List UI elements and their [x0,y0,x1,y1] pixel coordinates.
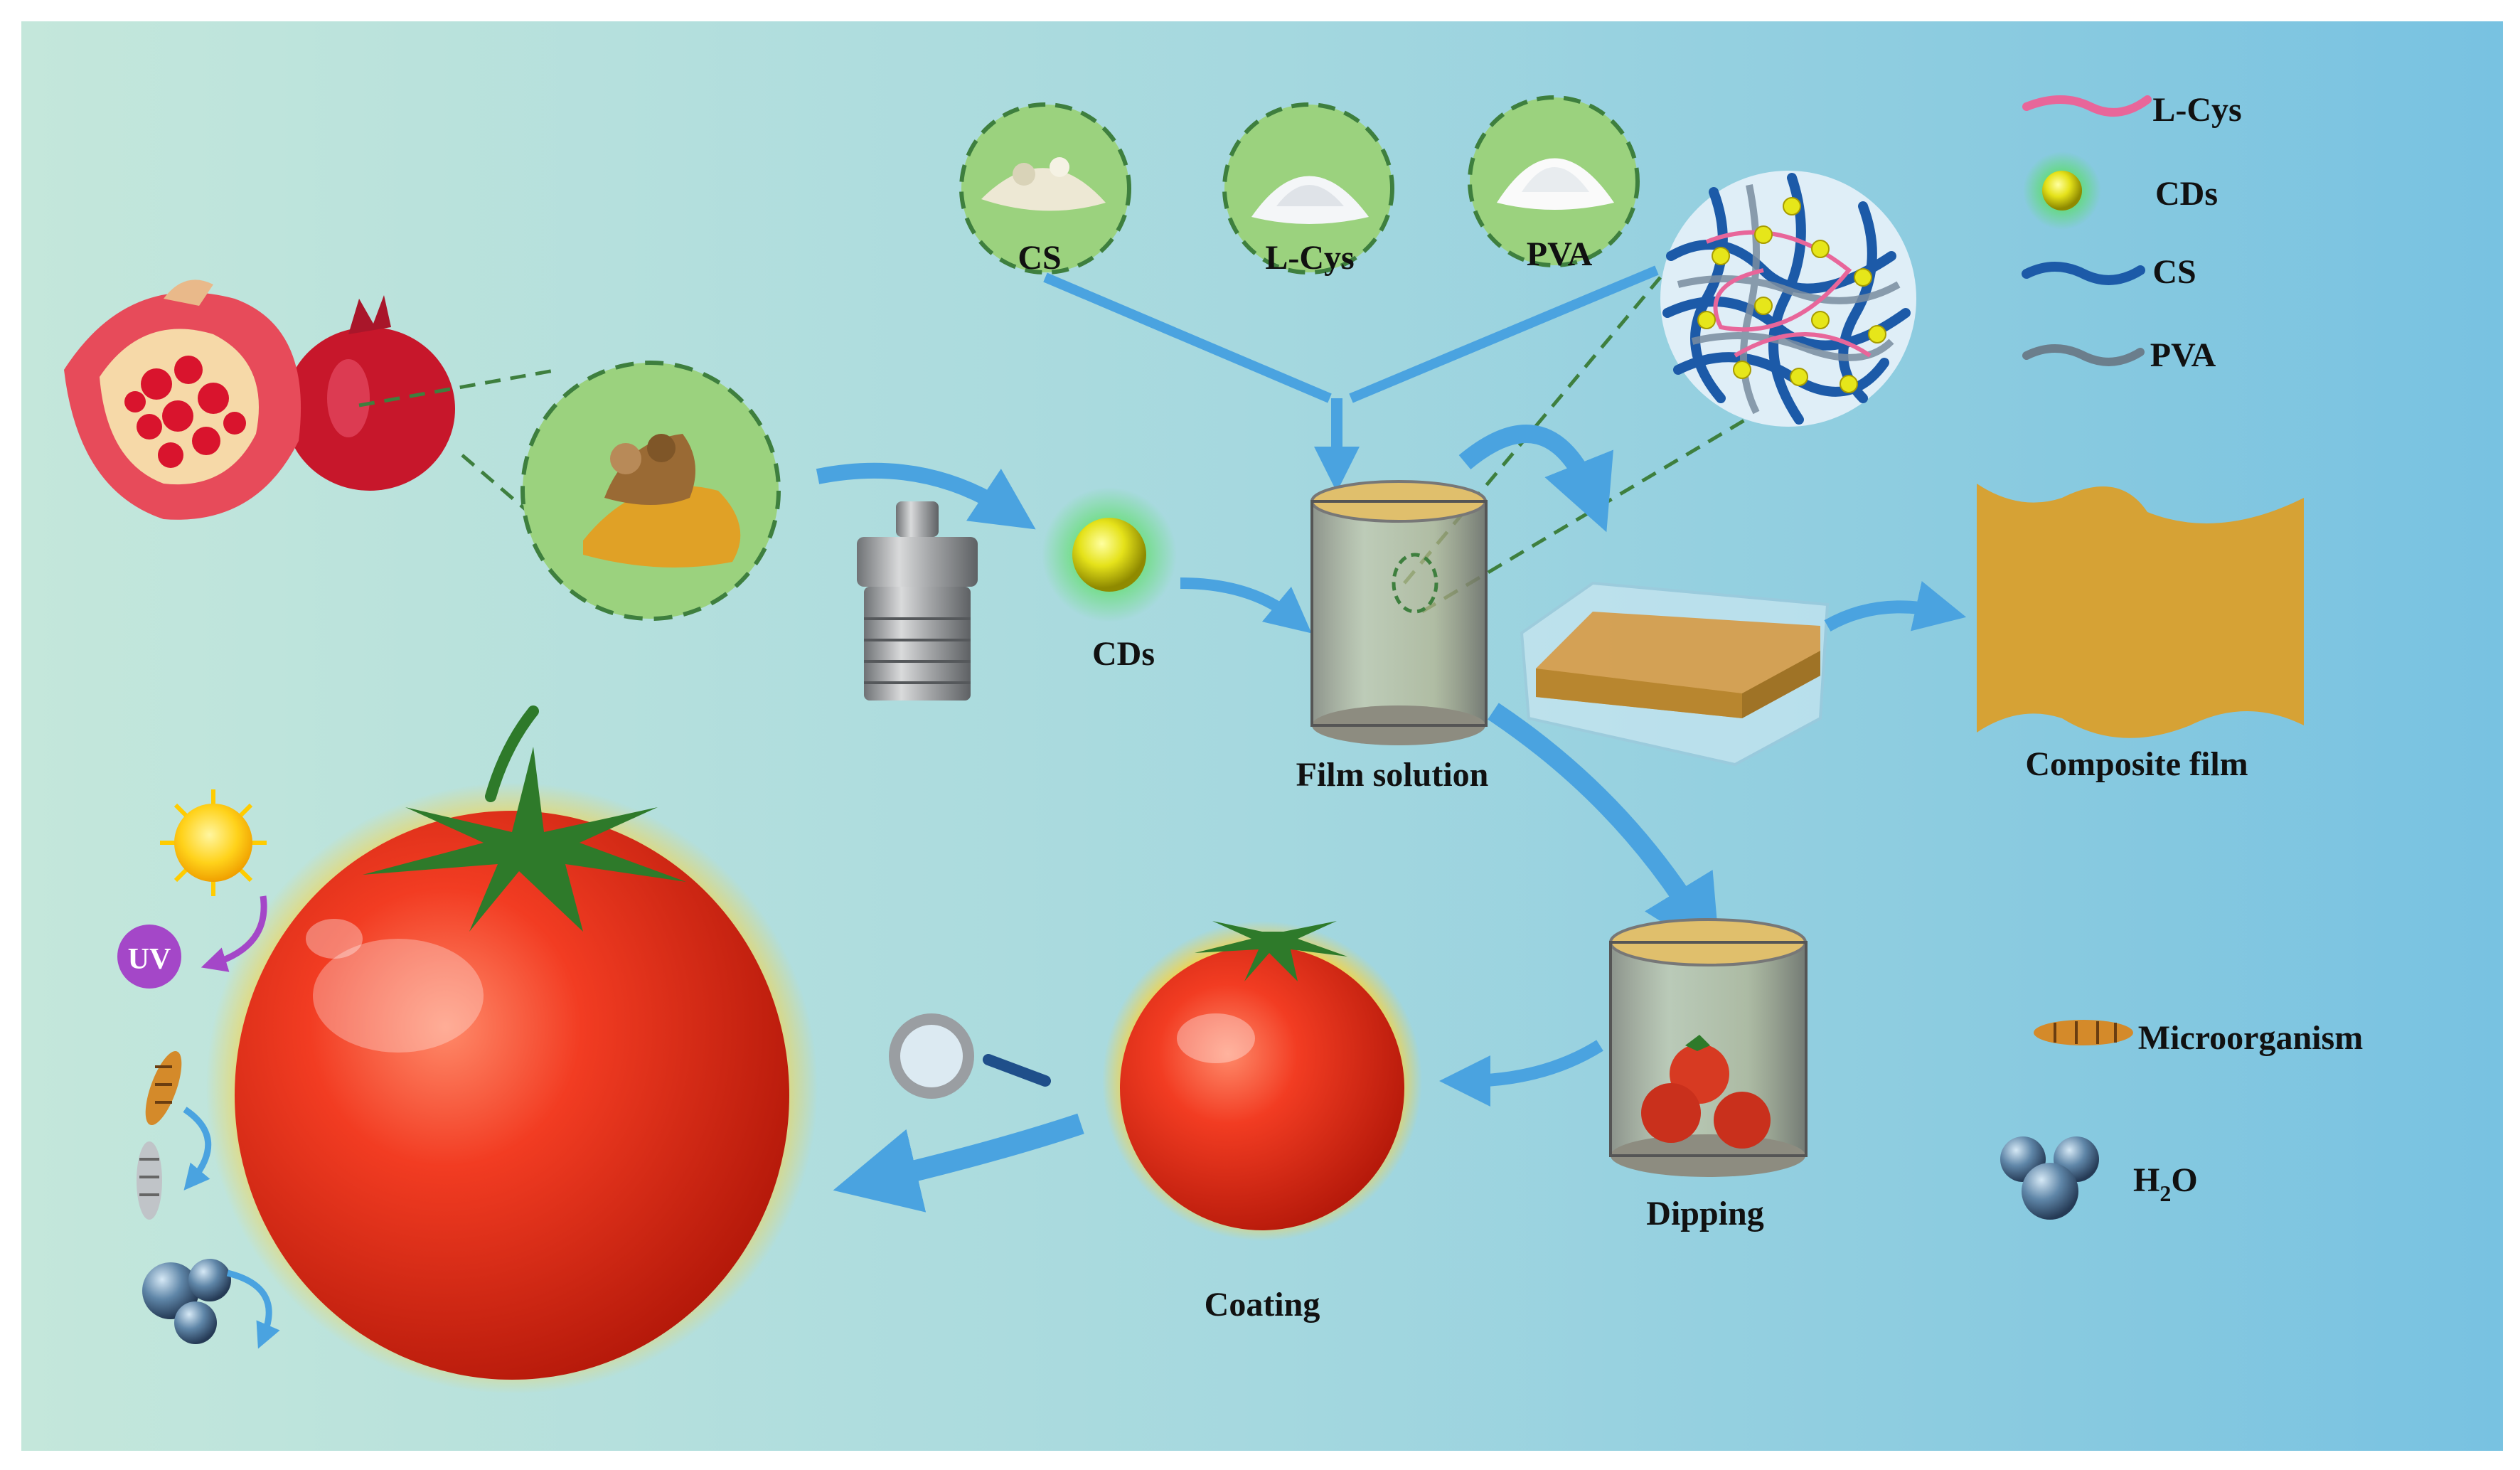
legend-cds-swatch [2042,171,2082,211]
coated-tomato-icon [1102,921,1422,1241]
pva-ingredient [1468,95,1640,267]
arrow-to-big-tomato [833,1113,1084,1213]
cds-dot-icon [1042,487,1177,622]
arrow-mold-to-film [1824,581,1967,632]
legend-cs-swatch [2022,262,2145,285]
arrow-microbe [183,1107,212,1191]
lcys-label: L-Cys [1265,239,1354,277]
cs-ingredient [959,102,1131,275]
link-line-powder-top [358,368,559,408]
film-solution-label: Film solution [1296,756,1489,794]
legend-lcys-swatch [2022,95,2152,117]
legend-bottom: Microorganism H2O [2000,1019,2363,1220]
arrow-sun-to-uv [201,895,267,972]
legend-lcys-label: L-Cys [2152,91,2241,129]
coating-label: Coating [1205,1286,1320,1323]
magnifier-icon [889,1013,1051,1099]
legend-cds-label: CDs [2155,175,2218,213]
uv-badge: UV [117,925,181,989]
microorganism-icon-active [145,1050,182,1126]
arrow-to-cds [816,462,1036,530]
network-structure-icon [1660,171,1916,427]
arrow-cds-to-beaker [1180,577,1312,634]
arrow-water [226,1269,280,1349]
beaker-icon [1310,480,1488,745]
sun-icon [160,789,267,896]
water-molecule-icon [2000,1136,2099,1220]
legend-h2o-label: H2O [2133,1161,2198,1206]
legend-pva-swatch [2022,344,2145,366]
big-tomato-icon [206,705,818,1394]
legend-pva-label: PVA [2150,336,2216,374]
microorganism-icon-inactive [137,1141,162,1220]
composite-film-shape [1977,484,2304,738]
legend-top: L-Cys CDs CS PVA [2022,91,2242,374]
composite-film-label: Composite film [2025,745,2248,783]
autoclave-icon [857,501,978,701]
peel-powder-icon [520,361,781,621]
pva-label: PVA [1527,235,1593,273]
mold-icon [1520,581,1830,767]
legend-microorganism-label: Microorganism [2138,1019,2363,1057]
pomegranate-icon [64,279,455,520]
cds-label: CDs [1092,635,1155,673]
arrow-pva-merge [1349,265,1659,403]
uv-label: UV [128,943,171,976]
dipping-beaker-icon [1609,918,1808,1177]
lcys-ingredient [1222,102,1394,275]
legend-cs-label: CS [2152,253,2196,291]
arrow-to-dipping [1488,703,1721,959]
arrow-dipping-to-coating [1439,1040,1603,1107]
dipping-label: Dipping [1646,1195,1763,1232]
arrow-beaker-to-mold [1458,425,1613,533]
arrow-cs-merge [1043,272,1332,403]
cs-label: CS [1018,239,1061,277]
legend-microorganism-swatch [2034,1020,2133,1045]
water-molecule-icon-left [142,1259,231,1344]
